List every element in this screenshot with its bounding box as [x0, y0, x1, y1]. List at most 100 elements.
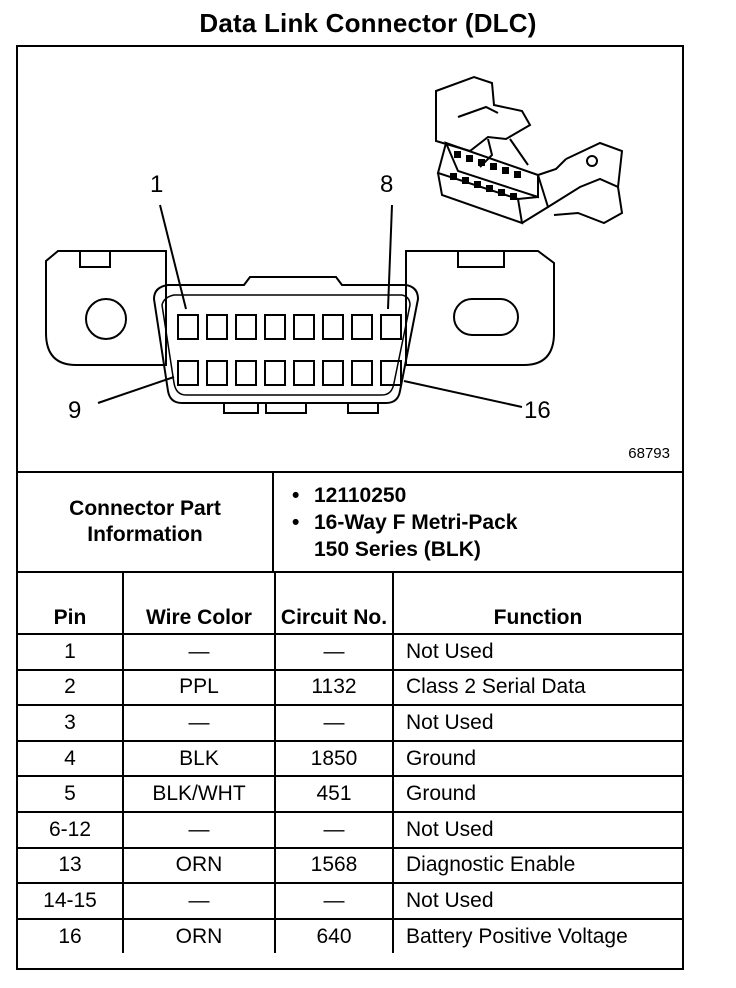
- right-mounting-ear: [405, 250, 555, 366]
- cell-pin: 14-15: [18, 882, 124, 920]
- table-row: 1——Not Used: [18, 633, 682, 671]
- cell-pin: 4: [18, 739, 124, 778]
- header-function: Function: [392, 571, 682, 635]
- table-row: 14-15——Not Used: [18, 882, 682, 920]
- latch-tab-mid: [265, 402, 307, 414]
- connector-part-details: 12110250 16-Way F Metri-Pack 150 Series …: [273, 471, 682, 571]
- part-number: 12110250: [292, 482, 682, 509]
- description-line-2: 150 Series (BLK): [314, 537, 481, 561]
- latch-tab-left: [223, 402, 259, 414]
- pin-cavity-9: [177, 360, 199, 386]
- pin-16-label: 16: [524, 397, 551, 424]
- cell-wire-color: ORN: [122, 917, 276, 954]
- right-ear-tab: [457, 250, 505, 268]
- cell-pin: 3: [18, 704, 124, 742]
- cell-pin: 1: [18, 633, 124, 671]
- leader-pin-16: [403, 380, 523, 408]
- cell-circuit: —: [274, 810, 394, 849]
- cell-pin: 16: [18, 917, 124, 954]
- connector-body: [152, 276, 420, 404]
- cell-pin: 6-12: [18, 810, 124, 849]
- cell-function: Not Used: [392, 633, 682, 671]
- pin-cavity-14: [322, 360, 344, 386]
- pin-cavity-4: [264, 314, 286, 340]
- cell-function: Not Used: [392, 810, 682, 849]
- pin-cavity-1: [177, 314, 199, 340]
- connector-3d-pin-cells: [450, 151, 521, 200]
- header-pin: Pin: [18, 571, 124, 635]
- cell-wire-color: BLK: [122, 739, 276, 778]
- cell-circuit: 451: [274, 775, 394, 813]
- cell-pin: 13: [18, 846, 124, 885]
- cell-circuit: 1850: [274, 739, 394, 778]
- figure-number: 68793: [628, 445, 670, 462]
- pin-table: Pin Wire Color Circuit No. Function 1——N…: [18, 571, 682, 954]
- header-circuit: Circuit No.: [274, 571, 394, 635]
- pin-cavity-7: [351, 314, 373, 340]
- connector-inner-outline: [161, 294, 411, 396]
- cell-wire-color: PPL: [122, 668, 276, 707]
- pin-cavity-15: [351, 360, 373, 386]
- left-mounting-ear: [45, 250, 167, 366]
- leader-pin-1: [159, 204, 187, 310]
- dlc-frame: 1 8 9 16 68793 Connector Part Informatio…: [16, 45, 684, 970]
- cell-function: Ground: [392, 775, 682, 813]
- cell-wire-color: BLK/WHT: [122, 775, 276, 813]
- cell-wire-color: —: [122, 633, 276, 671]
- connector-illustration: [45, 75, 624, 414]
- cell-function: Not Used: [392, 704, 682, 742]
- cell-wire-color: —: [122, 882, 276, 920]
- pin-cavity-11: [235, 360, 257, 386]
- table-row: 6-12——Not Used: [18, 810, 682, 849]
- pin-cavity-8: [380, 314, 402, 340]
- pin-cavity-10: [206, 360, 228, 386]
- page-title: Data Link Connector (DLC): [199, 8, 537, 38]
- cell-pin: 5: [18, 775, 124, 813]
- cell-wire-color: ORN: [122, 846, 276, 885]
- description-line-1: 16-Way F Metri-Pack: [314, 510, 518, 534]
- cell-function: Not Used: [392, 882, 682, 920]
- cell-circuit: —: [274, 704, 394, 742]
- cell-function: Ground: [392, 739, 682, 778]
- cell-function: Battery Positive Voltage: [392, 917, 682, 954]
- pin-cavity-2: [206, 314, 228, 340]
- right-mount-slot: [453, 298, 519, 336]
- cell-wire-color: —: [122, 810, 276, 849]
- pin-table-header: Pin Wire Color Circuit No. Function: [18, 571, 682, 635]
- cell-circuit: 1132: [274, 668, 394, 707]
- table-row: 3——Not Used: [18, 704, 682, 742]
- cell-wire-color: —: [122, 704, 276, 742]
- left-mount-hole: [85, 298, 127, 340]
- connector-diagram: 1 8 9 16 68793: [18, 47, 682, 471]
- cell-function: Diagnostic Enable: [392, 846, 682, 885]
- connector-3d-sketch: [435, 75, 624, 225]
- pin-cavity-5: [293, 314, 315, 340]
- pin-cavity-6: [322, 314, 344, 340]
- pin-cavity-12: [264, 360, 286, 386]
- cell-circuit: 1568: [274, 846, 394, 885]
- connector-description: 16-Way F Metri-Pack 150 Series (BLK): [292, 509, 682, 563]
- leader-pin-9: [97, 376, 175, 404]
- left-ear-tab: [79, 250, 111, 268]
- pin-cavity-3: [235, 314, 257, 340]
- latch-tab-right: [347, 402, 379, 414]
- connector-part-info-label: Connector Part Information: [18, 471, 274, 571]
- cell-function: Class 2 Serial Data: [392, 668, 682, 707]
- cell-pin: 2: [18, 668, 124, 707]
- cell-circuit: 640: [274, 917, 394, 954]
- pin-cavity-16: [380, 360, 402, 386]
- leader-pin-8: [387, 204, 393, 310]
- header-wire-color: Wire Color: [122, 571, 276, 635]
- pin-cavity-13: [293, 360, 315, 386]
- connector-info-table: Connector Part Information 12110250 16-W…: [18, 471, 682, 571]
- pin-9-label: 9: [68, 397, 82, 424]
- pin-8-label: 8: [380, 171, 394, 198]
- pin-1-label: 1: [150, 171, 164, 198]
- cell-circuit: —: [274, 633, 394, 671]
- cell-circuit: —: [274, 882, 394, 920]
